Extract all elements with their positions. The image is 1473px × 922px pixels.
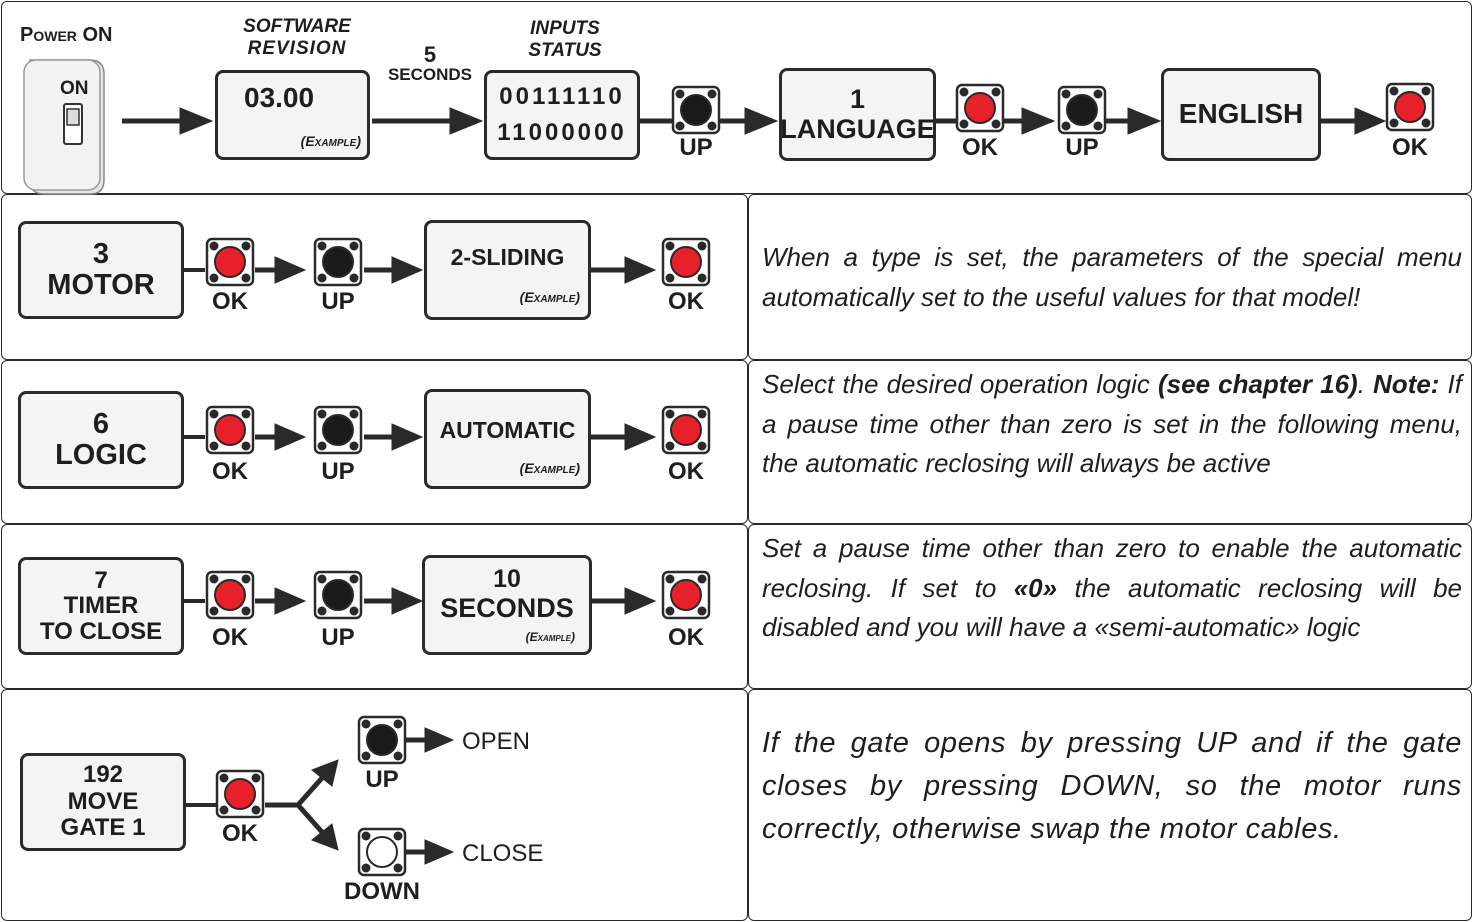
ok-label: OK <box>1392 134 1428 161</box>
down-button-icon <box>359 829 405 875</box>
ok-label: OK <box>668 624 704 651</box>
ok-button-icon <box>207 572 253 618</box>
up-label: UP <box>365 766 399 793</box>
up-button-icon <box>673 87 719 133</box>
ok-button-icon <box>207 239 253 285</box>
up-label: UP <box>1065 134 1099 161</box>
ok-button-icon <box>663 572 709 618</box>
up-button-icon <box>359 717 405 763</box>
motor-description: When a type is set, the parameters of th… <box>762 242 1462 312</box>
ok-label: OK <box>222 820 258 847</box>
timer-value-box: 10 SECONDS (Example) <box>422 555 592 655</box>
open-label: OPEN <box>462 728 531 755</box>
up-button-icon <box>315 407 361 453</box>
logic-value-box: AUTOMATIC (Example) <box>424 389 591 489</box>
ok-button-icon <box>663 239 709 285</box>
ok-label: OK <box>668 458 704 485</box>
logic-description: Select the desired operation logic (see … <box>762 369 1463 478</box>
up-button-icon <box>315 572 361 618</box>
ok-button-icon <box>663 407 709 453</box>
ok-button-icon <box>207 407 253 453</box>
motor-value-box: 2-SLIDING (Example) <box>424 220 591 320</box>
up-label: UP <box>679 134 713 161</box>
motor-panel-right <box>748 194 1472 360</box>
up-button-icon <box>315 239 361 285</box>
ok-button-icon <box>957 85 1003 131</box>
ok-button-icon <box>217 771 263 817</box>
move-panel-right <box>748 689 1472 921</box>
up-label: UP <box>321 624 355 651</box>
power-on-title: Power ON <box>20 24 113 46</box>
up-label: UP <box>321 458 355 485</box>
up-button-icon <box>1059 87 1105 133</box>
ok-label: OK <box>212 458 248 485</box>
switch-on-label: ON <box>60 78 89 99</box>
power-switch-icon <box>23 59 105 195</box>
delay-label: 5 SECONDS <box>387 42 473 85</box>
down-label: DOWN <box>344 878 420 905</box>
ok-label: OK <box>212 288 248 315</box>
logic-panel-right <box>748 360 1472 524</box>
software-revision-box: 03.00 (Example) <box>215 70 370 160</box>
ok-label: OK <box>212 624 248 651</box>
ok-button-icon <box>1387 84 1433 130</box>
ok-label: OK <box>962 134 998 161</box>
timer-description: Set a pause time other than zero to enab… <box>762 533 1463 642</box>
move-gate-description: If the gate opens by pressing UP and if … <box>762 727 1462 845</box>
timer-panel-right <box>748 524 1472 689</box>
ok-label: OK <box>668 288 704 315</box>
up-label: UP <box>321 288 355 315</box>
language-value-box: ENGLISH <box>1161 68 1321 161</box>
close-label: CLOSE <box>462 840 544 867</box>
